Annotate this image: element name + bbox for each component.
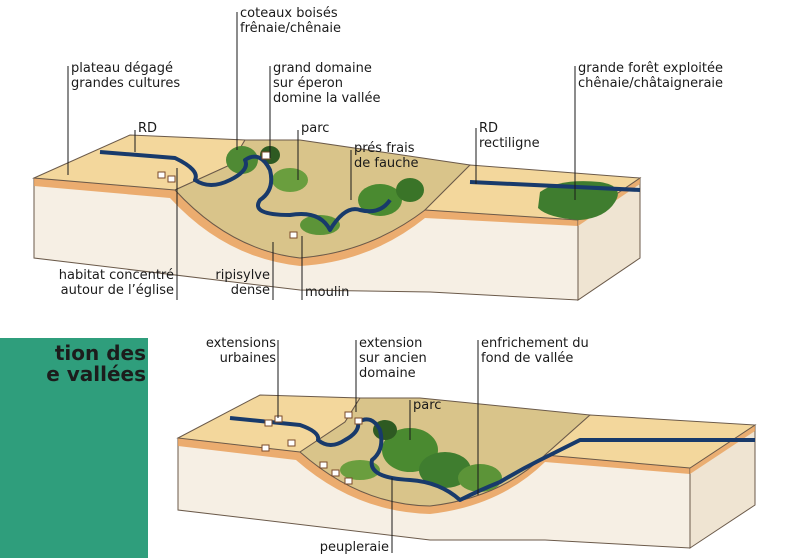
label-domaine-line: sur éperon xyxy=(273,76,380,91)
label-extensions-line: extensions xyxy=(176,336,276,351)
label-plateau-line: grandes cultures xyxy=(71,76,180,91)
panel-title-line-2: e vallées xyxy=(0,364,146,385)
label-coteaux-line: frênaie/chênaie xyxy=(240,21,341,36)
label-ripisylve-line: dense xyxy=(196,283,270,298)
panel-title-line-1: tion des xyxy=(0,343,146,364)
label-extension-line: domaine xyxy=(359,366,427,381)
label-enfrichement-line: enfrichement du xyxy=(481,336,589,351)
label-extensions-line: urbaines xyxy=(176,351,276,366)
label-peupleraie: peupleraie xyxy=(300,540,389,555)
label-extension-line: sur ancien xyxy=(359,351,427,366)
label-enfrichement: enfrichement du fond de vallée xyxy=(481,336,589,366)
label-domaine-line: grand domaine xyxy=(273,61,380,76)
label-foret: grande forêt exploitée chênaie/châtaigne… xyxy=(578,61,723,91)
label-rd-left: RD xyxy=(138,121,157,136)
label-extensions: extensions urbaines xyxy=(176,336,276,366)
label-coteaux: coteaux boisés frênaie/chênaie xyxy=(240,6,341,36)
label-rd-right-line: rectiligne xyxy=(479,136,540,151)
label-habitat-line: habitat concentré xyxy=(20,268,174,283)
label-parc-top: parc xyxy=(301,121,329,136)
label-plateau-line: plateau dégagé xyxy=(71,61,180,76)
label-enfrichement-line: fond de vallée xyxy=(481,351,589,366)
panel-title: tion des e vallées xyxy=(0,343,146,385)
label-moulin: moulin xyxy=(305,285,349,300)
label-pres-line: prés frais xyxy=(354,141,419,156)
label-plateau: plateau dégagé grandes cultures xyxy=(71,61,180,91)
label-domaine-line: domine la vallée xyxy=(273,91,380,106)
label-coteaux-line: coteaux boisés xyxy=(240,6,341,21)
label-habitat-line: autour de l’église xyxy=(20,283,174,298)
label-domaine: grand domaine sur éperon domine la vallé… xyxy=(273,61,380,106)
label-rd-right-line: RD xyxy=(479,121,540,136)
label-ripisylve-line: ripisylve xyxy=(196,268,270,283)
label-foret-line: chênaie/châtaigneraie xyxy=(578,76,723,91)
label-extension: extension sur ancien domaine xyxy=(359,336,427,381)
label-pres: prés frais de fauche xyxy=(354,141,419,171)
label-pres-line: de fauche xyxy=(354,156,419,171)
label-foret-line: grande forêt exploitée xyxy=(578,61,723,76)
label-ripisylve: ripisylve dense xyxy=(196,268,270,298)
label-parc-bottom: parc xyxy=(413,398,441,413)
label-extension-line: extension xyxy=(359,336,427,351)
label-rd-right: RD rectiligne xyxy=(479,121,540,151)
label-habitat: habitat concentré autour de l’église xyxy=(20,268,174,298)
